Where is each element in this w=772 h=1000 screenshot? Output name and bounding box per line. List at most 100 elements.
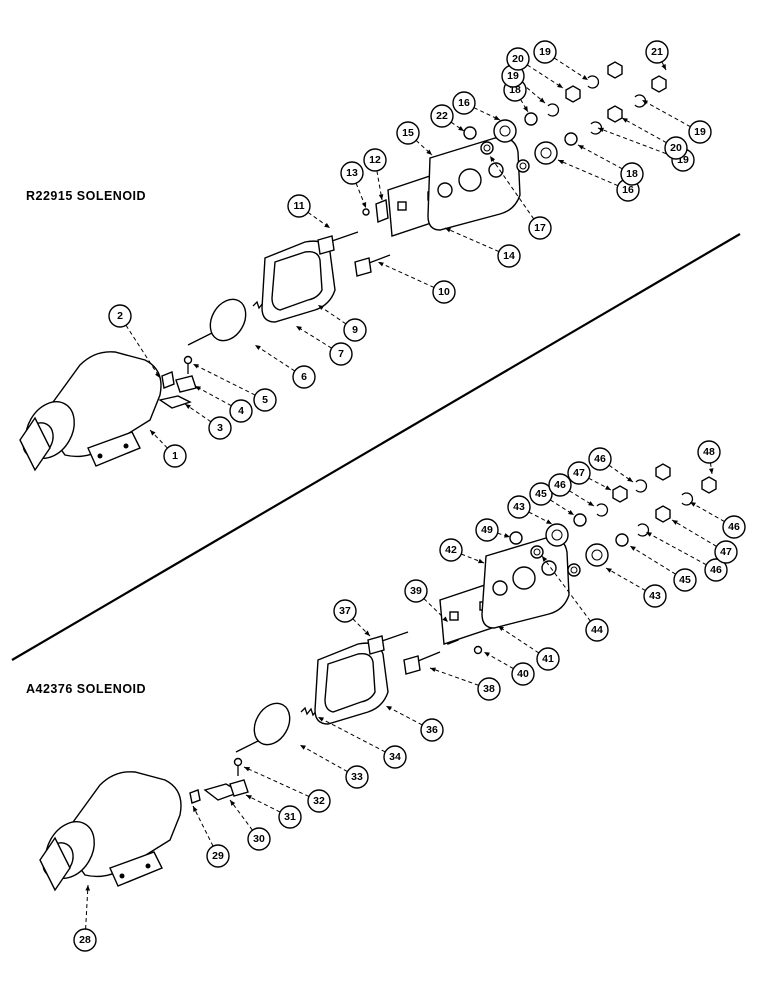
callout-c46c: 46 — [704, 558, 728, 582]
leader-arrow-c6 — [255, 345, 261, 350]
callout-circle — [620, 162, 644, 186]
callout-circle — [345, 765, 369, 789]
callout-number: 16 — [622, 184, 634, 196]
lead-strap-upper — [158, 395, 192, 409]
callout-circle — [247, 827, 271, 851]
callout-c45a: 45 — [529, 482, 553, 506]
washer-45a — [573, 513, 587, 527]
lockwasher-46c — [637, 523, 650, 537]
leader-lines — [85, 57, 725, 930]
leader-arrow-c21 — [661, 64, 666, 70]
leader-line-c22 — [450, 121, 465, 132]
callout-c1: 1 — [163, 444, 187, 468]
callout-c10: 10 — [432, 280, 456, 304]
callout-number: 19 — [694, 126, 706, 138]
callout-number: 22 — [436, 110, 448, 122]
callout-circle — [208, 416, 232, 440]
leader-arrow-c19c — [598, 127, 604, 133]
nut-20a — [565, 85, 581, 103]
callout-c12: 12 — [363, 148, 387, 172]
callout-number: 20 — [670, 142, 682, 154]
leader-line-c18a — [520, 99, 529, 113]
callout-circle — [533, 40, 557, 64]
leader-arrow-c30 — [230, 800, 236, 806]
callout-number: 47 — [573, 467, 585, 479]
callout-circle — [432, 280, 456, 304]
callout-c30: 30 — [247, 827, 271, 851]
leader-line-c33 — [299, 744, 348, 773]
callout-c18b: 18 — [620, 162, 644, 186]
callout-c44: 44 — [585, 618, 609, 642]
callout-number: 12 — [369, 154, 381, 166]
leader-arrow-c46b — [627, 476, 633, 482]
callout-c43a: 43 — [507, 495, 531, 519]
callout-circle — [287, 194, 311, 218]
callout-c48: 48 — [697, 440, 721, 464]
callout-c20b: 20 — [664, 136, 688, 160]
callout-c14: 14 — [497, 244, 521, 268]
washer-17b — [516, 159, 530, 173]
leader-line-c19c — [597, 127, 673, 157]
leader-arrow-c45a — [568, 510, 574, 515]
section-divider — [11, 233, 741, 661]
leader-arrow-c12 — [378, 194, 384, 200]
callout-c46d: 46 — [722, 515, 746, 539]
title-r22915: R22915 SOLENOID — [26, 189, 146, 203]
callout-number: 13 — [346, 167, 358, 179]
callout-number: 43 — [649, 590, 661, 602]
callout-number: 46 — [728, 521, 740, 533]
leader-arrow-c1 — [150, 430, 156, 436]
callout-circle — [452, 91, 476, 115]
leader-arrow-c20a — [557, 83, 563, 88]
screw-40 — [473, 645, 483, 655]
callout-number: 10 — [438, 286, 450, 298]
callout-circle — [714, 540, 738, 564]
callout-number: 20 — [512, 53, 524, 65]
leader-line-c10 — [377, 261, 435, 288]
leader-arrow-c15 — [426, 149, 432, 155]
leader-line-c32 — [243, 766, 310, 797]
callout-c39: 39 — [404, 579, 428, 603]
callout-number: 47 — [720, 546, 732, 558]
washer-18a — [524, 112, 538, 126]
callout-number: 6 — [301, 371, 307, 383]
callout-circle — [567, 461, 591, 485]
leader-line-c46d — [689, 501, 725, 523]
callout-circle — [333, 599, 357, 623]
leader-line-c9 — [317, 304, 347, 325]
nut-48a — [655, 463, 671, 481]
callout-c42: 42 — [439, 538, 463, 562]
leader-arrow-c4 — [195, 386, 201, 391]
callout-circle — [329, 342, 353, 366]
callout-number: 5 — [262, 394, 268, 406]
leader-arrow-c46a — [588, 501, 594, 506]
callout-circle — [206, 844, 230, 868]
callout-circle — [477, 677, 501, 701]
leader-line-c20b — [621, 117, 667, 144]
leader-line-c36 — [385, 705, 423, 726]
bushing-43b — [585, 543, 609, 567]
callout-c31: 31 — [278, 805, 302, 829]
callout-circle — [643, 584, 667, 608]
callout-number: 21 — [651, 46, 663, 58]
callout-number: 29 — [212, 850, 224, 862]
leader-arrow-c36 — [386, 706, 392, 711]
leader-arrow-c22 — [458, 125, 464, 131]
leader-arrow-c14 — [445, 228, 451, 233]
terminal-tab-31 — [229, 779, 249, 797]
callout-circle — [439, 538, 463, 562]
leader-line-c29 — [192, 805, 214, 847]
callout-circle — [506, 47, 530, 71]
callout-number: 33 — [351, 771, 363, 783]
callout-number: 42 — [445, 544, 457, 556]
leader-arrow-c19a — [539, 97, 545, 103]
callout-number: 11 — [293, 200, 304, 212]
callout-number: 46 — [594, 453, 606, 465]
callout-c16a: 16 — [452, 91, 476, 115]
callout-number: 38 — [483, 683, 495, 695]
callout-number: 9 — [352, 324, 358, 336]
callout-c11: 11 — [287, 194, 311, 218]
leader-line-c19d — [641, 99, 691, 128]
lockwasher-19b — [587, 75, 600, 89]
leader-line-c6 — [254, 344, 296, 372]
